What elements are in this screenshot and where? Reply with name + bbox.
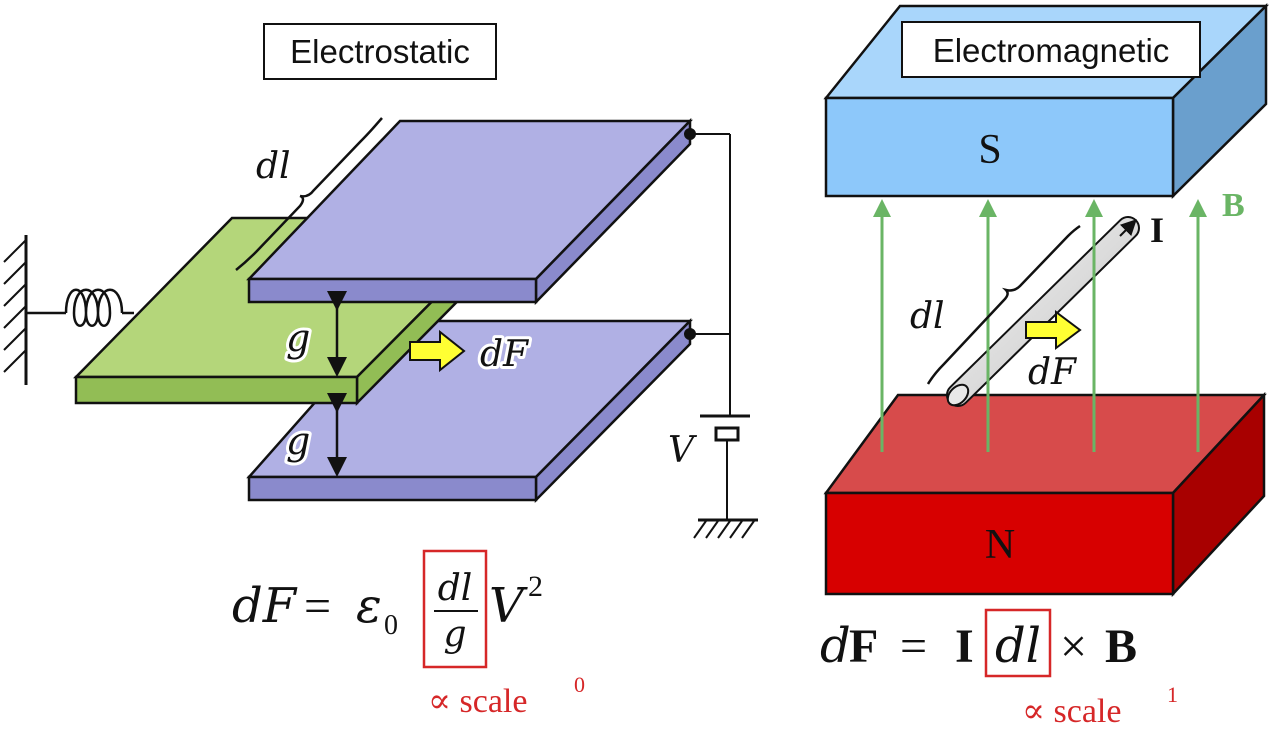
eq-es-tail: V [489,578,528,634]
eq-es-tail-sup: 2 [528,570,543,603]
spring [26,288,134,327]
eq-em-cross: × [1060,620,1087,673]
electrostatic-panel: Electrostatic [3,23,758,720]
eq-em-equals: = [900,620,927,673]
eq-es-denominator: g [443,614,466,655]
circuit [684,128,758,539]
eq-em-current: I [955,620,974,673]
eq-em-lhs-F: F [849,620,878,673]
eq-es-epsilon: ε [356,578,382,634]
top-electrode [246,117,693,306]
electromagnetic-equation: d F = I dl × B [820,608,1137,678]
force-label-electromagnetic: dF [1028,352,1078,393]
electrostatic-equation: dF = ε 0 dl g V 2 [232,549,543,669]
eq-em-field: B [1105,620,1137,673]
gap-label-bottom: g [286,419,310,463]
gap-label-top: g [286,316,310,360]
scaling-exp-es: 0 [574,672,585,697]
field-label: B [1222,187,1245,224]
current-rod: I [946,210,1164,407]
electrostatic-title-box: Electrostatic [263,23,497,80]
force-label-electrostatic: dF [480,334,530,375]
current-label: I [1150,210,1164,250]
electromagnetic-scaling: ∝ scale 1 [1022,682,1178,730]
gap-arrow-bottom: g [283,393,347,477]
dl-label-electrostatic: dl [256,146,291,187]
north-label: N [985,522,1015,568]
eq-es-lhs: dF [232,578,298,634]
force-arrow-electrostatic: dF [409,329,533,378]
fixed-wall [3,235,28,385]
dl-bracket-em: dl [907,224,1081,385]
electromagnetic-panel: S Electromagnetic N I B [820,3,1270,730]
scaling-text-em: ∝ scale [1022,693,1121,730]
scaling-text-es: ∝ scale [428,683,527,720]
dl-bracket: dl [235,117,383,271]
voltage-label: V [668,430,698,471]
eq-es-equals: = [304,580,331,633]
electromagnetic-title: Electromagnetic [933,32,1170,69]
gap-arrow-top: g [283,291,347,377]
eq-em-highlight-box [984,608,1052,678]
dl-label-electromagnetic: dl [910,296,945,337]
eq-es-numerator: dl [438,568,473,609]
eq-es-epsilon-sub: 0 [384,610,398,641]
scaling-exp-em: 1 [1167,682,1178,707]
eq-em-boxed: dl [995,618,1041,674]
field-lines [873,199,1207,452]
electrostatic-scaling: ∝ scale 0 [428,672,585,720]
north-magnet: N [823,391,1267,598]
electrostatic-title: Electrostatic [290,33,470,70]
force-arrow-electromagnetic: dF [1025,310,1082,396]
south-label: S [978,127,1001,173]
eq-em-lhs-d: d [820,618,851,674]
eq-es-highlight-box [422,549,488,669]
electromagnetic-title-box: Electromagnetic [901,21,1201,78]
